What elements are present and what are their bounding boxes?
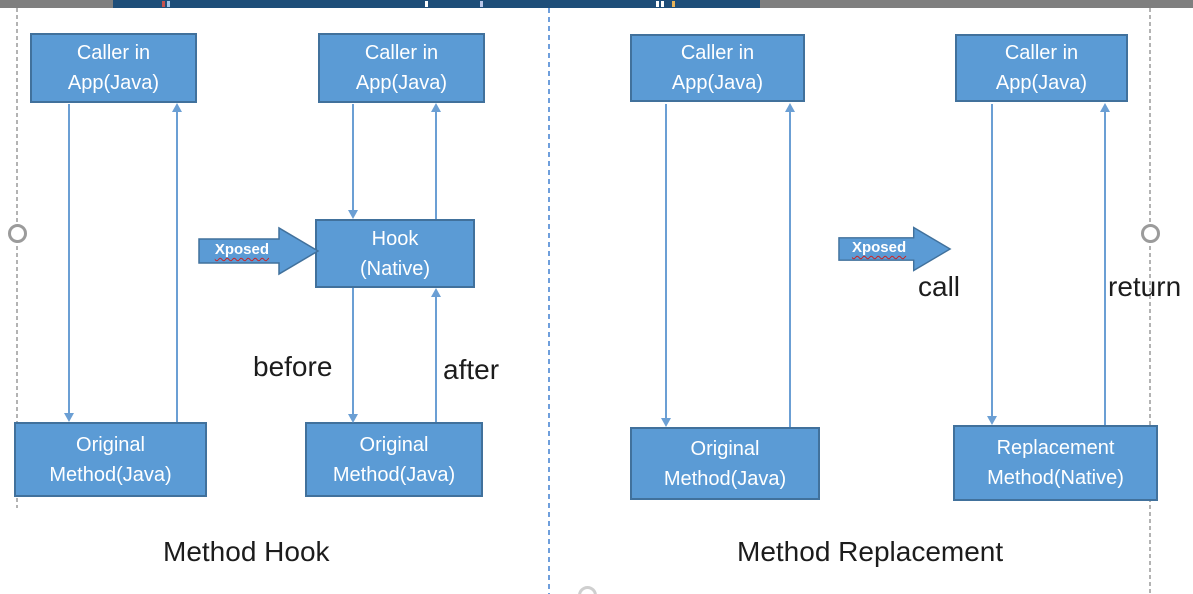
call-down-arrow [661,104,671,427]
center-dashed-divider [548,8,550,594]
left-selection-guide [16,8,18,508]
original-method-box: Original Method(Java) [630,427,820,500]
caller-in-app-box: Caller in App(Java) [630,34,805,102]
return-up-arrow [172,103,182,422]
caller-in-app-box: Caller in App(Java) [955,34,1128,102]
left-selection-handle[interactable] [8,224,27,243]
after-up-arrow [431,288,441,422]
bottom-selection-handle[interactable] [578,586,597,594]
after-label: after [443,354,500,385]
replacement-method-box: Replacement Method(Native) [953,425,1158,501]
hook-native-box: Hook (Native) [315,219,475,288]
call-down-arrow [987,104,997,425]
before-label: before [253,351,333,382]
return-label: return [1108,271,1182,302]
xposed-block-arrow: Xposed [198,226,320,276]
top-progress-bar [0,0,1193,8]
caller-in-app-box: Caller in App(Java) [30,33,197,103]
method-replacement-caption: Method Replacement [737,536,1004,567]
xposed-label: Xposed [214,240,269,258]
bar-tick-white-2 [656,1,659,7]
right-selection-handle[interactable] [1141,224,1160,243]
return-up-arrow [1100,103,1110,425]
top-progress-bar-filled [113,0,760,8]
xposed-block-arrow: Xposed [838,223,952,275]
before-down-arrow [348,288,358,423]
call-down-arrow [64,104,74,422]
return-up-arrow [785,103,795,427]
bar-tick-blue [167,1,170,7]
bar-tick-red [162,1,165,7]
xposed-label: Xposed [851,238,907,256]
right-selection-guide [1149,8,1151,594]
call-label: call [918,271,961,302]
bar-tick-white [425,1,428,7]
bar-tick-lilac [480,1,483,7]
caller-in-app-box: Caller in App(Java) [318,33,485,103]
return-up-arrow [431,103,441,219]
original-method-box: Original Method(Java) [14,422,207,497]
bar-tick-amber [672,1,675,7]
bar-tick-white-3 [661,1,664,7]
original-method-box: Original Method(Java) [305,422,483,497]
call-down-arrow [348,104,358,219]
method-hook-caption: Method Hook [163,536,330,567]
